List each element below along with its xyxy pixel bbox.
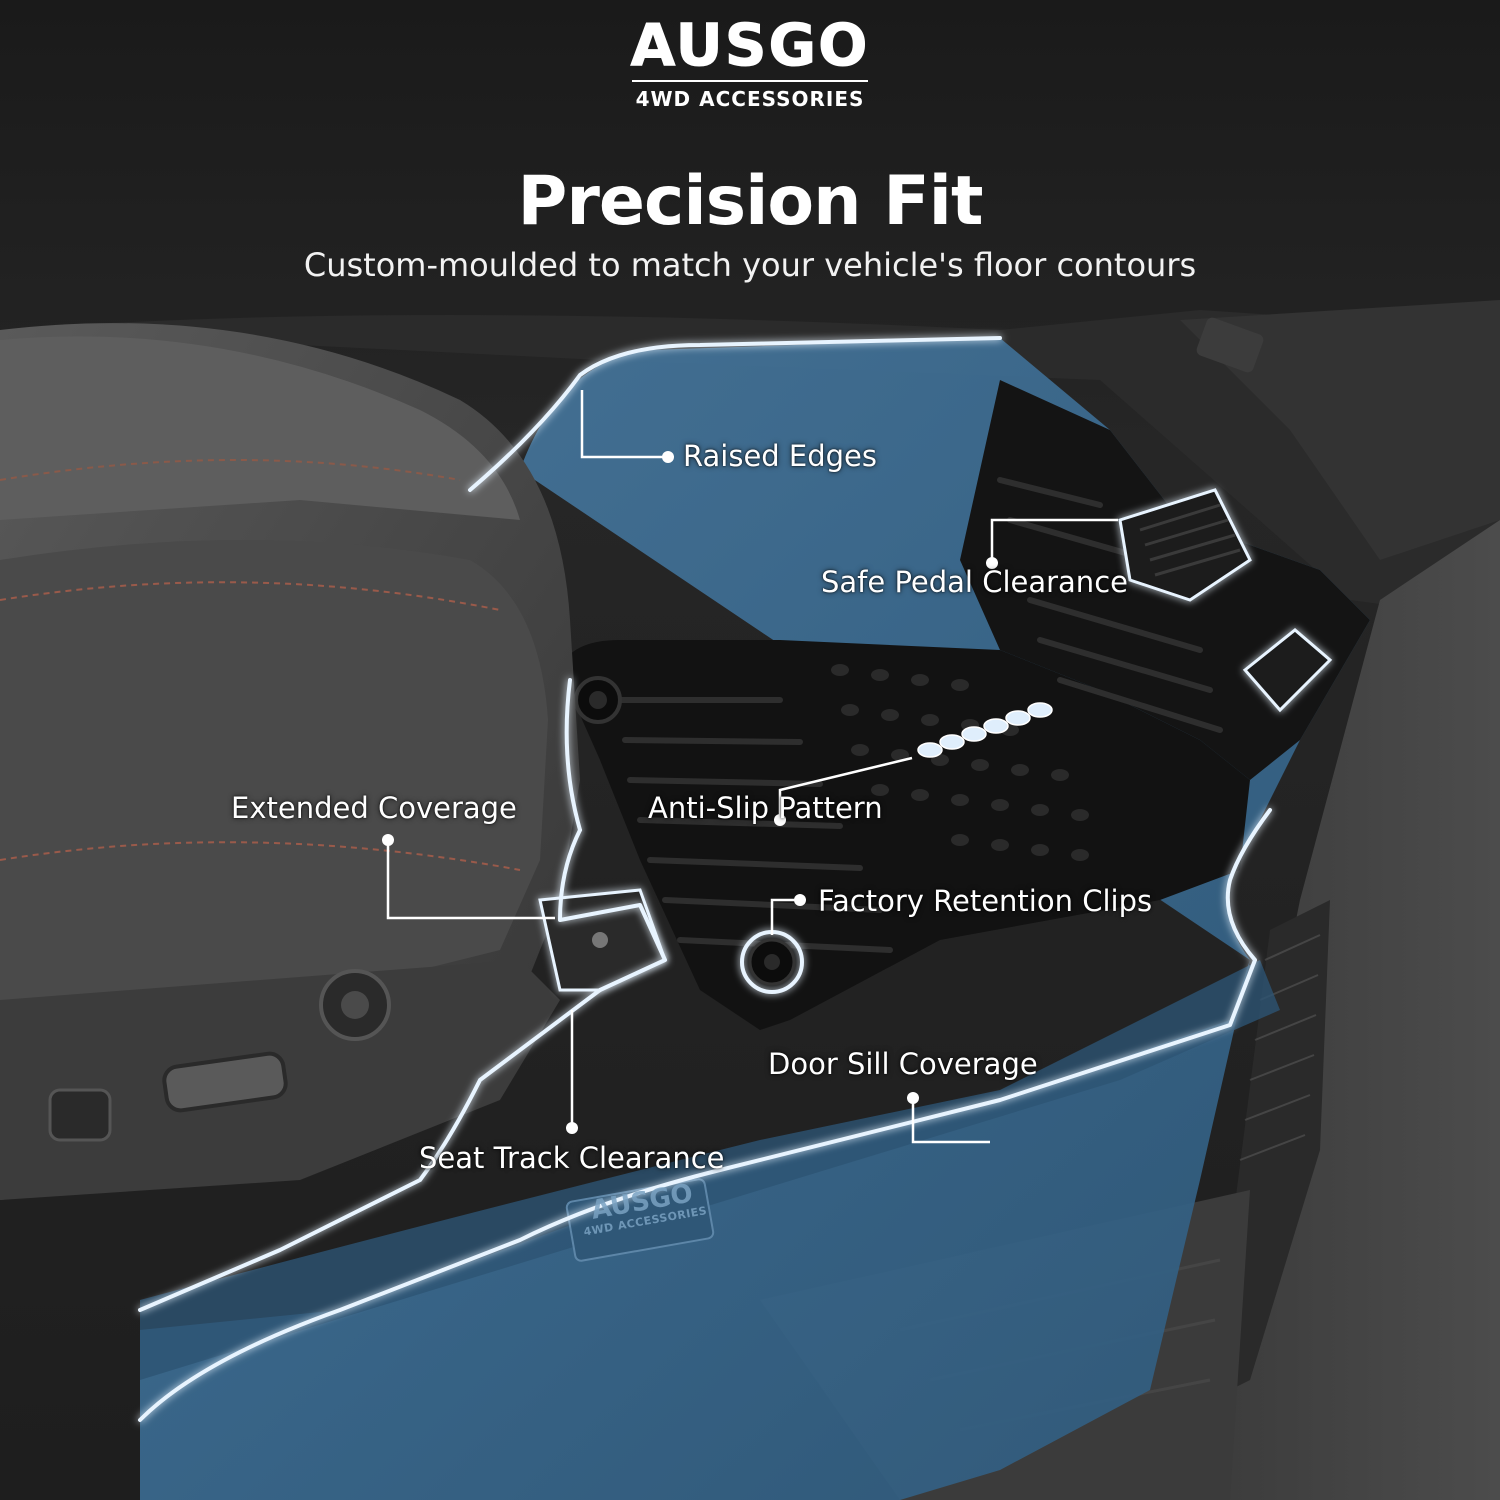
callout-safe-pedal-clearance: Safe Pedal Clearance: [821, 565, 1128, 599]
callout-anti-slip-pattern: Anti-Slip Pattern: [648, 791, 883, 825]
callout-factory-retention-clips: Factory Retention Clips: [818, 884, 1153, 918]
brand-logo: AUSGO 4WD ACCESSORIES: [630, 11, 870, 110]
callout-door-sill-coverage: Door Sill Coverage: [768, 1047, 1038, 1081]
callout-seat-track-clearance: Seat Track Clearance: [419, 1141, 725, 1175]
page-title: Precision Fit: [517, 162, 984, 241]
callout-raised-edges: Raised Edges: [683, 439, 878, 473]
brand-logo-word: AUSGO: [630, 11, 870, 79]
brand-logo-tagline: 4WD ACCESSORIES: [635, 87, 865, 111]
page-subtitle: Custom-moulded to match your vehicle's f…: [303, 246, 1197, 284]
brand-logo-rule: [632, 80, 868, 82]
callout-extended-coverage: Extended Coverage: [231, 791, 517, 825]
